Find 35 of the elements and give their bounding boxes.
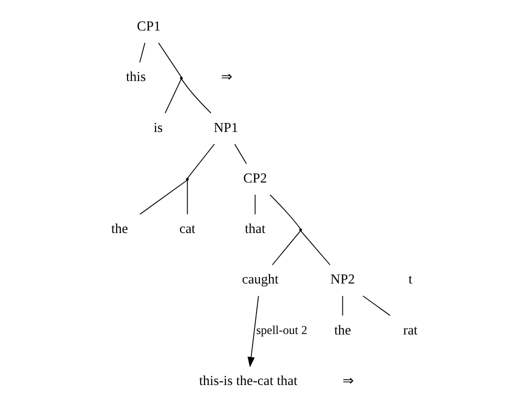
connector <box>254 194 256 215</box>
connector <box>139 42 146 63</box>
node-point <box>186 178 189 181</box>
node-text: this <box>126 69 146 84</box>
node-text: the <box>334 322 352 338</box>
connector <box>272 230 301 266</box>
arrow <box>248 296 259 368</box>
node-text: that <box>244 221 266 236</box>
node-point <box>180 76 183 80</box>
node-point <box>299 228 302 232</box>
connector <box>186 180 188 215</box>
node-text: the <box>111 221 128 236</box>
node-text: CP2 <box>243 170 267 186</box>
label: ⇒ <box>220 69 233 84</box>
node-text: rat <box>403 322 418 338</box>
connector <box>270 194 301 230</box>
connector <box>164 78 182 114</box>
connector <box>362 296 391 316</box>
node-text: cat <box>179 221 196 236</box>
node-text: NP1 <box>214 120 238 135</box>
connector <box>140 180 188 215</box>
node-text: CP1 <box>136 18 161 34</box>
connector <box>234 144 247 164</box>
node-text: this-is the-cat that <box>199 372 298 388</box>
connector <box>181 78 212 114</box>
edge-label: spell-out 2 <box>256 323 308 338</box>
connector <box>187 144 215 179</box>
node-text: NP2 <box>330 272 355 287</box>
connector <box>342 296 344 316</box>
connector <box>158 42 182 78</box>
label: t <box>408 272 412 287</box>
node-text: is <box>154 120 163 135</box>
label: ⇒ <box>342 372 355 388</box>
connector <box>300 230 330 266</box>
node-text: caught <box>242 272 279 287</box>
